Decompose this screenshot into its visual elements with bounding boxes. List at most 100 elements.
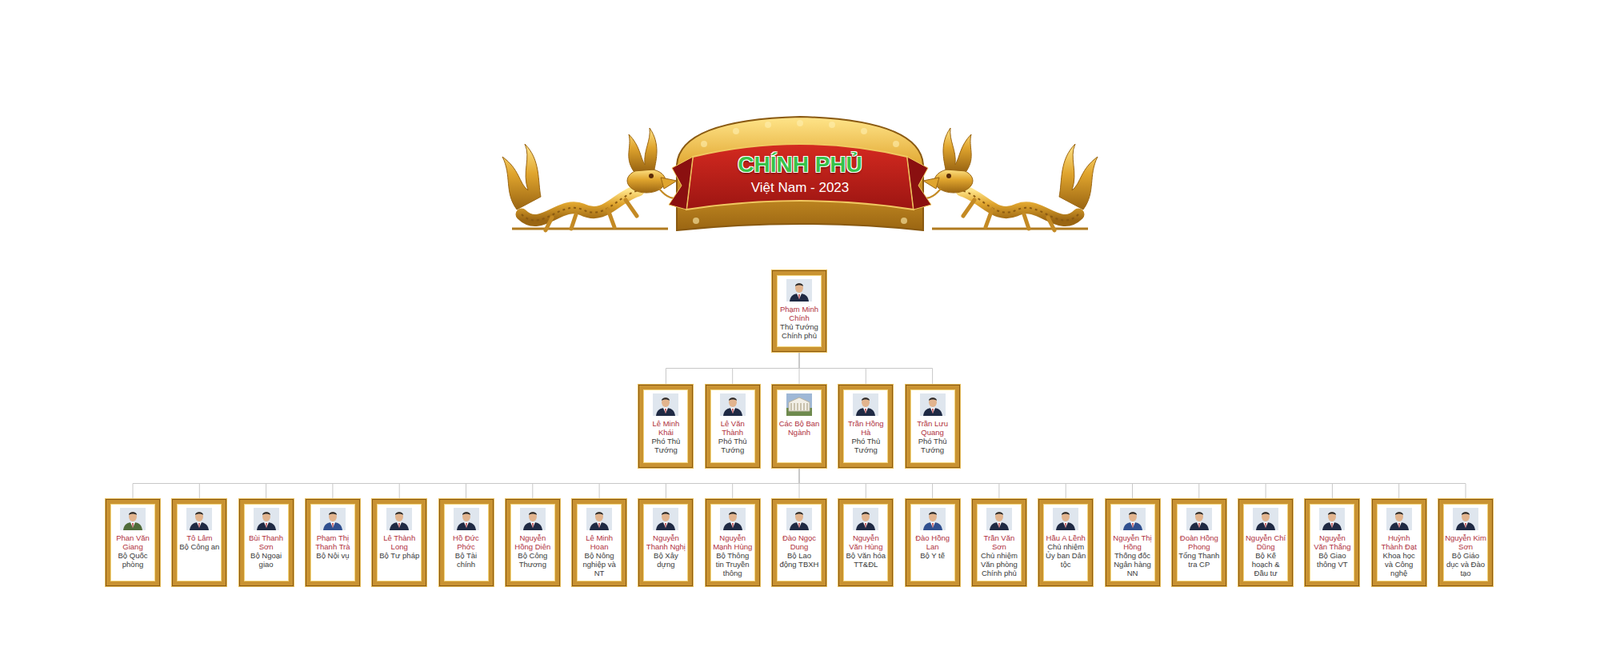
- org-connector: [599, 467, 800, 500]
- dragon-left: [502, 128, 682, 231]
- org-connector: [799, 351, 933, 386]
- person-name: Nguyễn Kim Sơn: [1444, 533, 1487, 552]
- position-title: Bộ Nông nghiệp và NT: [578, 551, 620, 578]
- portrait-photo: [120, 508, 146, 531]
- banner-ribbon: [686, 144, 914, 210]
- position-title: Bộ Lao động TBXH: [778, 551, 820, 569]
- dragon-right: [918, 128, 1098, 231]
- org-connector: [732, 351, 800, 386]
- portrait-photo: [852, 508, 879, 531]
- person-name: Tô Lâm: [178, 533, 220, 543]
- position-title: Bộ Văn hóa TT&ĐL: [844, 551, 887, 569]
- portrait-photo: [520, 508, 546, 531]
- portrait-photo: [920, 508, 946, 531]
- person-card: Đào Hồng LanBộ Y tế: [906, 500, 960, 586]
- person-name: Hầu A Lềnh: [1044, 533, 1087, 543]
- banner-title: CHÍNH PHỦ: [0, 152, 1600, 178]
- position-title: Bộ Y tế: [912, 551, 954, 560]
- portrait-photo: [1319, 508, 1345, 531]
- portrait-photo: [386, 508, 412, 531]
- position-title: Bộ Công an: [178, 542, 220, 552]
- position-title: Tổng Thanh tra CP: [1178, 551, 1220, 569]
- person-card: Lê Minh HoanBộ Nông nghiệp và NT: [572, 500, 626, 586]
- building-picture: [786, 393, 812, 416]
- person-card: Hồ Đức PhớcBộ Tài chính: [440, 500, 493, 586]
- position-title: Bộ Giáo dục và Đào tạo: [1444, 551, 1487, 578]
- portrait-photo: [1186, 508, 1212, 531]
- banner-frame: [676, 116, 924, 231]
- org-connector: [732, 467, 800, 500]
- banner-subtitle: Việt Nam - 2023: [0, 180, 1600, 196]
- person-card: Nguyễn Văn HùngBộ Văn hóa TT&ĐL: [839, 500, 892, 586]
- org-connector: [199, 467, 800, 500]
- position-title: Bộ Kế hoạch & Đầu tư: [1244, 551, 1287, 578]
- person-card: Phan Văn GiangBộ Quốc phòng: [106, 500, 160, 586]
- portrait-photo: [720, 508, 746, 531]
- org-connector: [399, 467, 800, 500]
- portrait-photo: [652, 393, 679, 416]
- org-connector: [132, 467, 800, 500]
- person-card: Huỳnh Thành ĐạtKhoa học và Công nghệ: [1372, 500, 1426, 586]
- person-card: Lê Minh KháiPhó Thủ Tướng: [639, 385, 692, 468]
- person-card: Nguyễn Thị HồngThống đốc Ngân hàng NN: [1106, 500, 1160, 586]
- person-card: Nguyễn Hồng DiênBộ Công Thương: [506, 500, 560, 586]
- org-connector: [332, 467, 800, 500]
- position-title: Thủ Tướng Chính phủ: [778, 322, 820, 340]
- org-connector: [266, 467, 800, 500]
- ribbon-end: [907, 156, 932, 210]
- portrait-photo: [1452, 508, 1479, 531]
- portrait-photo: [320, 508, 346, 531]
- org-connector: [466, 467, 800, 500]
- person-card: Lê Thành LongBộ Tư pháp: [372, 500, 426, 586]
- position-title: Phó Thủ Tướng: [844, 436, 887, 455]
- portrait-photo: [1052, 508, 1079, 531]
- person-name: Nguyễn Thanh Nghị: [644, 533, 687, 552]
- person-name: Trần Văn Sơn: [978, 533, 1020, 552]
- portrait-photo: [920, 393, 946, 416]
- person-name: Phạm Minh Chính: [778, 304, 820, 323]
- position-title: Chủ nhiệm Ủy ban Dân tộc: [1044, 542, 1087, 569]
- portrait-photo: [786, 508, 812, 531]
- position-title: Bộ Ngoại giao: [245, 551, 288, 569]
- position-title: Bộ Giao thông VT: [1311, 551, 1353, 569]
- person-name: Đoàn Hồng Phong: [1178, 533, 1220, 552]
- person-name: Nguyễn Văn Hùng: [844, 533, 887, 552]
- org-connector: [665, 467, 800, 500]
- position-title: Bộ Xây dựng: [644, 551, 687, 569]
- portrait-photo: [586, 508, 612, 531]
- person-card: Trần Hồng HàPhó Thủ Tướng: [839, 385, 892, 468]
- person-name: Đào Hồng Lan: [912, 533, 954, 552]
- position-title: Bộ Thông tin Truyền thông: [712, 551, 754, 578]
- person-card: Đoàn Hồng PhongTổng Thanh tra CP: [1172, 500, 1226, 586]
- position-title: Khoa học và Công nghệ: [1378, 551, 1420, 578]
- person-name: Các Bộ Ban Ngành: [778, 419, 820, 437]
- position-title: Bộ Nội vụ: [312, 551, 354, 560]
- person-name: Lê Minh Khái: [644, 419, 687, 437]
- org-connector: [532, 467, 800, 500]
- person-card: Nguyễn Kim SơnBộ Giáo dục và Đào tạo: [1439, 500, 1492, 586]
- position-title: Phó Thủ Tướng: [912, 436, 954, 455]
- portrait-photo: [186, 508, 212, 531]
- person-card: Trần Lưu QuangPhó Thủ Tướng: [906, 385, 960, 468]
- org-connector: [799, 467, 1466, 500]
- position-title: Bộ Tư pháp: [378, 551, 420, 560]
- person-name: Lê Thành Long: [378, 533, 420, 552]
- org-connector: [665, 351, 800, 386]
- person-card: Tô LâmBộ Công an: [172, 500, 226, 586]
- person-card: Nguyễn Chí DũngBộ Kế hoạch & Đầu tư: [1239, 500, 1292, 586]
- person-name: Nguyễn Chí Dũng: [1244, 533, 1287, 552]
- portrait-photo: [1386, 508, 1412, 531]
- ministries-box: Các Bộ Ban Ngành: [772, 385, 826, 468]
- person-card: Phạm Minh ChínhThủ Tướng Chính phủ: [772, 271, 826, 352]
- portrait-photo: [1120, 508, 1146, 531]
- portrait-photo: [720, 393, 746, 416]
- person-name: Bùi Thanh Sơn: [245, 533, 288, 552]
- portrait-photo: [1252, 508, 1279, 531]
- person-name: Phạm Thị Thanh Trà: [312, 533, 354, 552]
- person-card: Nguyễn Thanh NghịBộ Xây dựng: [639, 500, 692, 586]
- position-title: Thống đốc Ngân hàng NN: [1112, 551, 1154, 578]
- person-name: Đào Ngọc Dung: [778, 533, 820, 552]
- portrait-photo: [852, 393, 879, 416]
- position-title: Bộ Công Thương: [512, 551, 554, 569]
